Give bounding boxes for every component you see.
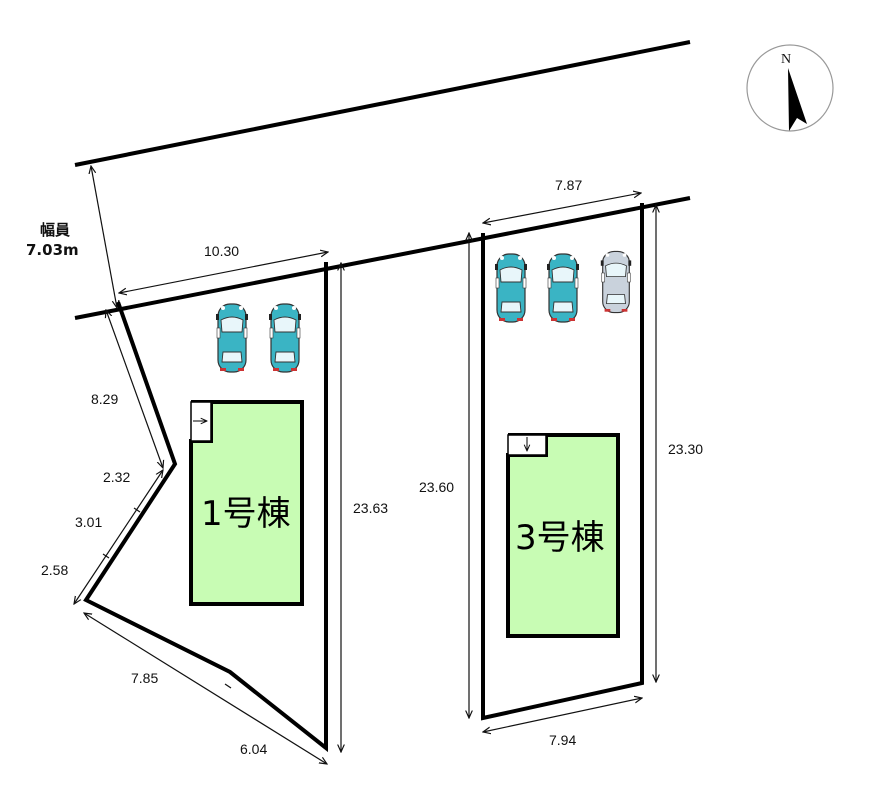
lot-1-left-segments-line (74, 470, 163, 604)
lot-1-left3-dimension: 3.01 (75, 514, 102, 530)
lot-3-left-dimension: 23.60 (419, 479, 454, 495)
lot-1-left2-dimension: 2.32 (103, 469, 130, 485)
lot-3-parking-car-2 (546, 253, 580, 323)
lot-3-right-dimension: 23.30 (668, 441, 703, 457)
lot-1-house-label: 1号棟 (201, 494, 291, 534)
lot-1-right-dimension: 23.63 (353, 500, 388, 516)
lot-1-left-tick-1 (133, 507, 141, 513)
lot-1-left1-dimension-line (106, 310, 163, 468)
compass-icon: N (746, 44, 834, 132)
lot-3-parking-car-3 (600, 250, 632, 314)
lot-3-front-dimension-line (483, 193, 641, 223)
lot-3-house-label: 3号棟 (515, 518, 605, 558)
compass-north-label: N (781, 52, 791, 67)
lot-3-back-dimension: 7.94 (549, 732, 576, 748)
lot-1-parking-car-2 (268, 303, 302, 373)
lot-1-bottom1-dimension: 7.85 (131, 670, 158, 686)
road-near-edge (74, 196, 691, 320)
lot-1-bottom-tick (224, 683, 232, 689)
lot-1-left-tick-2 (102, 553, 110, 559)
road-width-label-line1: 幅員 (40, 221, 70, 239)
lot-1-bottom2-dimension: 6.04 (240, 741, 267, 757)
lot-3-parking-car-1 (494, 253, 528, 323)
road-width-dimension-line (91, 166, 117, 308)
lot-3-front-dimension: 7.87 (555, 177, 582, 193)
road-width-label-line2: 7.03m (26, 241, 79, 259)
lot-1-left4-dimension: 2.58 (41, 562, 68, 578)
lot-1-left1-dimension: 8.29 (91, 391, 118, 407)
lot-1-parking-car-1 (215, 303, 249, 373)
lot-3-back-dimension-line (483, 698, 642, 732)
road-far-edge (74, 40, 691, 167)
lot-1-front-dimension-line (119, 252, 328, 293)
lot-1-front-dimension: 10.30 (204, 243, 239, 259)
lot-1-bottom-dimension-line (84, 613, 327, 764)
